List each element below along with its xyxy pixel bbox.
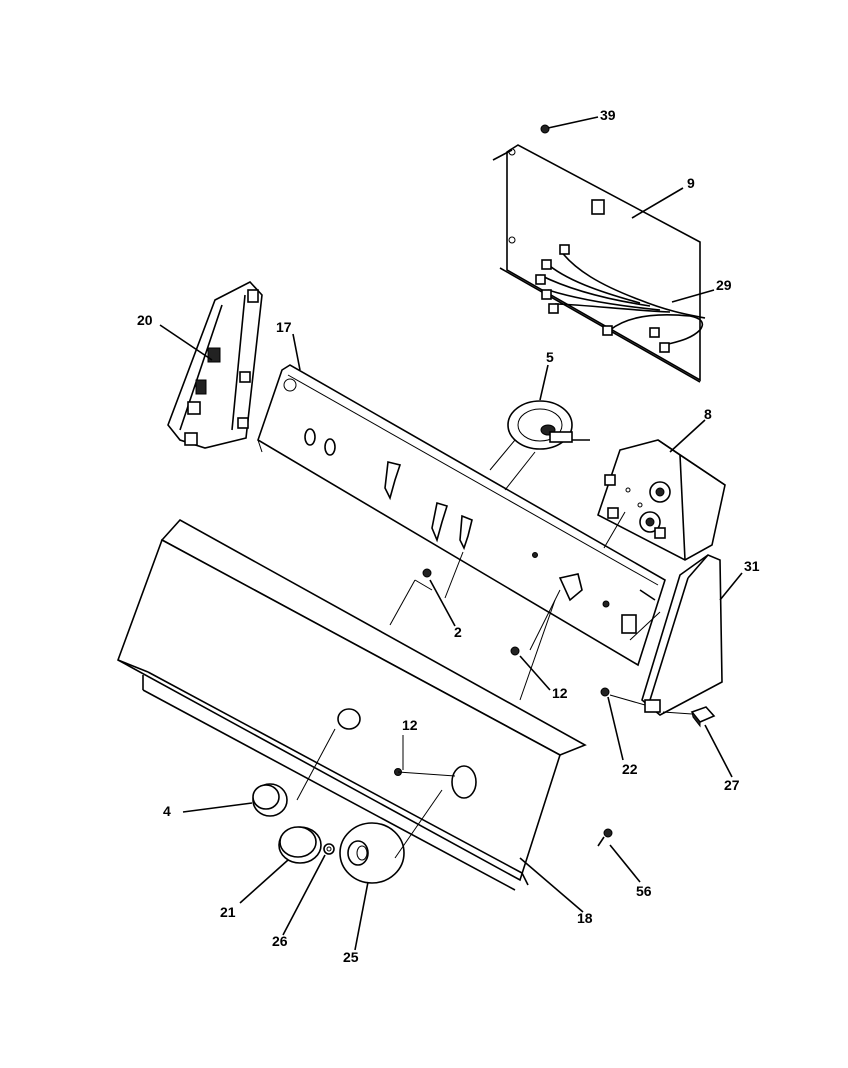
leader-lines [159,116,743,951]
callout-26: 26 [272,933,288,949]
screw-part-12-upper [510,646,520,656]
knob-part-21 [278,826,322,864]
callout-4: 4 [163,803,171,819]
callout-25: 25 [343,949,359,965]
callout-27: 27 [724,777,740,793]
callout-9: 9 [687,175,695,191]
timer-part-8 [597,439,726,561]
callout-2: 2 [454,624,462,640]
end-bracket-part-31 [641,554,723,716]
washer-part-26 [323,843,335,855]
dial-part-25 [339,822,405,884]
callout-17: 17 [276,319,292,335]
screw-part-22 [600,687,610,697]
callout-22: 22 [622,761,638,777]
clip-part-27 [690,706,716,728]
callout-29: 29 [716,277,732,293]
screw-part-39 [540,124,550,134]
callout-12-lower: 12 [402,717,418,733]
screw-part-56 [597,828,613,847]
callout-8: 8 [704,406,712,422]
control-panel-plate-part-17 [257,364,666,667]
end-bracket-part-20 [167,281,263,449]
callout-31: 31 [744,558,760,574]
rear-panel-part-9 [492,144,701,383]
wire-harness-part-29 [535,244,706,353]
callout-20: 20 [137,312,153,328]
console-housing-part-18 [117,518,587,891]
callout-39: 39 [600,107,616,123]
callout-labels: 39 9 29 20 17 5 8 31 2 12 12 22 27 4 21 … [137,107,760,965]
callout-12-upper: 12 [552,685,568,701]
clip-part-2 [422,568,432,578]
callout-5: 5 [546,349,554,365]
callout-56: 56 [636,883,652,899]
callout-18: 18 [577,910,593,926]
callout-21: 21 [220,904,236,920]
knob-part-4 [252,783,288,817]
selector-switch-part-5 [489,400,590,491]
